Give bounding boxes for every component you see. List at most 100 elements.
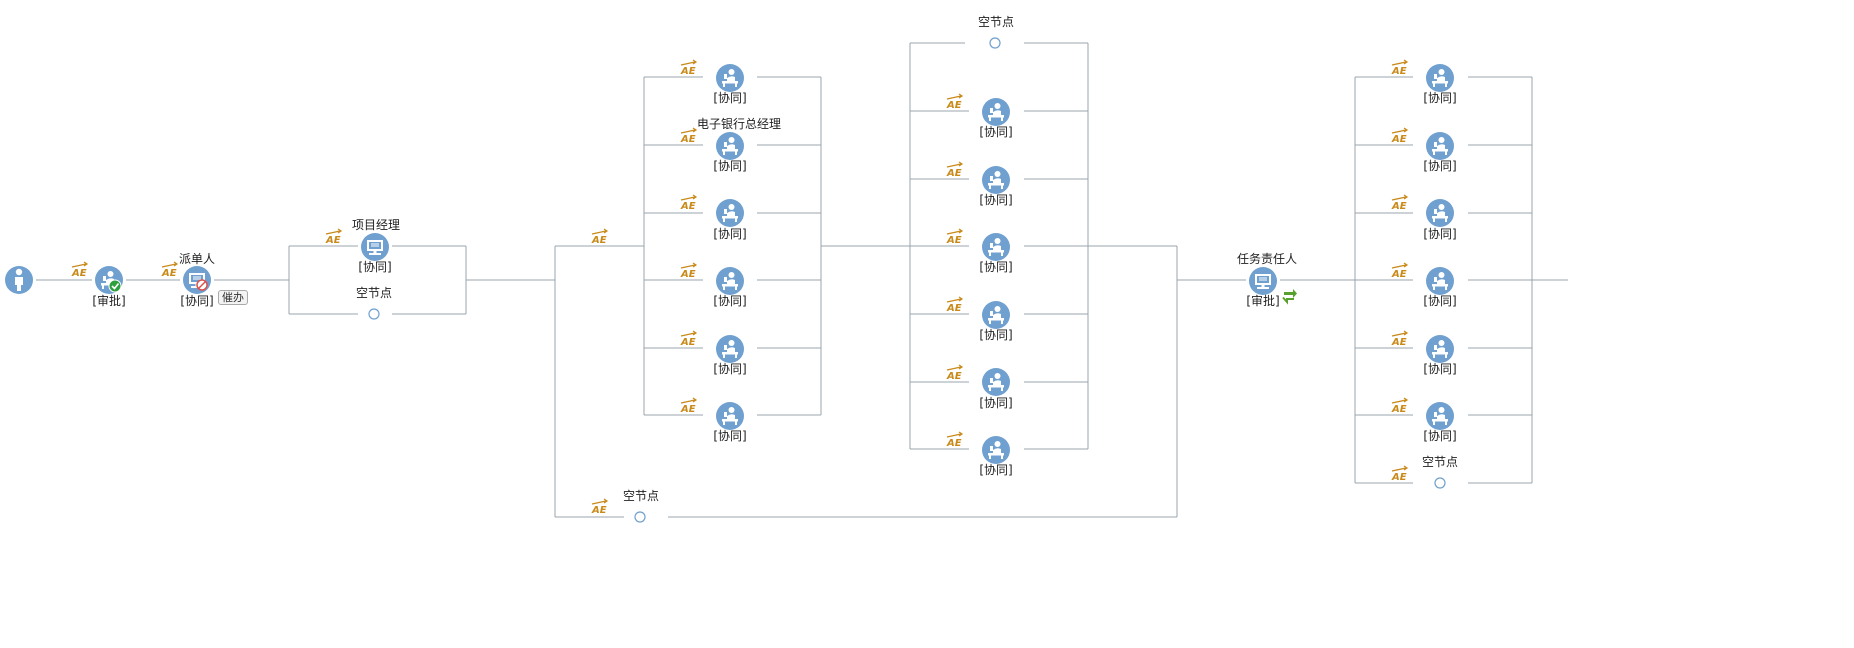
ae-marker-icon	[1390, 194, 1408, 213]
ae-marker-icon	[679, 262, 697, 281]
monitor-icon	[360, 232, 390, 262]
node-g1-role: [协同]	[713, 90, 746, 105]
node-g5-role: [协同]	[713, 361, 746, 376]
node-n1[interactable]: [审批]	[92, 266, 126, 308]
node-n4-title: 空节点	[356, 286, 392, 300]
empty-node-icon	[368, 308, 380, 320]
worker-icon	[716, 267, 744, 295]
node-g3-role: [协同]	[713, 226, 746, 241]
person-icon	[5, 266, 33, 294]
worker-icon	[716, 199, 744, 227]
node-n2[interactable]: 派单人 [协同]	[179, 252, 215, 308]
node-k1[interactable]: [协同]	[1423, 64, 1457, 105]
ae-marker-icon	[679, 194, 697, 213]
worker-icon	[1426, 199, 1454, 227]
ae-marker-icon	[945, 296, 963, 315]
node-g2[interactable]: 电子银行总经理 [协同]	[697, 117, 781, 173]
ae-marker-icon	[1390, 330, 1408, 349]
worker-icon	[1426, 267, 1454, 295]
node-n4[interactable]: 空节点	[356, 286, 392, 320]
node-n3-role: [协同]	[358, 259, 391, 274]
monitor-icon	[1248, 266, 1278, 296]
worker-icon	[982, 233, 1010, 261]
node-n2-title: 派单人	[179, 252, 215, 266]
node-k3-role: [协同]	[1423, 226, 1456, 241]
worker-icon	[1426, 335, 1454, 363]
worker-icon	[1426, 402, 1454, 430]
node-k2-role: [协同]	[1423, 158, 1456, 173]
node-k5-role: [协同]	[1423, 361, 1456, 376]
node-g3[interactable]: [协同]	[713, 199, 747, 241]
node-k7[interactable]: 空节点	[1422, 455, 1458, 489]
ae-marker-icon	[1390, 127, 1408, 146]
node-k4[interactable]: [协同]	[1423, 267, 1457, 308]
node-k5[interactable]: [协同]	[1423, 335, 1457, 376]
node-h0[interactable]: 空节点	[978, 15, 1014, 49]
node-k1-role: [协同]	[1423, 90, 1456, 105]
worker-icon	[716, 132, 744, 160]
worker-icon	[1426, 132, 1454, 160]
ae-marker-icon	[590, 498, 608, 517]
node-n3-title: 项目经理	[352, 218, 400, 232]
node-g2-role: [协同]	[713, 158, 746, 173]
node-e1[interactable]: 空节点	[623, 489, 659, 523]
ae-marker-icon	[70, 261, 88, 280]
node-h4-role: [协同]	[979, 327, 1012, 342]
node-g6-role: [协同]	[713, 428, 746, 443]
node-k7-title: 空节点	[1422, 455, 1458, 469]
connector-lines	[36, 42, 1568, 518]
empty-node-icon	[634, 511, 646, 523]
worker-icon	[982, 301, 1010, 329]
node-g1[interactable]: [协同]	[713, 64, 747, 105]
ae-marker-icon	[1390, 397, 1408, 416]
ae-marker-icon	[1390, 59, 1408, 78]
ae-marker-icon	[679, 59, 697, 78]
node-t1-title: 任务责任人	[1237, 251, 1297, 266]
node-h1[interactable]: [协同]	[979, 98, 1013, 139]
ae-marker-icon	[1390, 465, 1408, 484]
node-h2[interactable]: [协同]	[979, 166, 1013, 207]
worker-icon	[982, 368, 1010, 396]
node-k2[interactable]: [协同]	[1423, 132, 1457, 173]
ae-marker-icon	[1390, 262, 1408, 281]
node-n3[interactable]: 项目经理 [协同]	[352, 218, 400, 274]
node-e1-title: 空节点	[623, 489, 659, 503]
ae-marker-icon	[679, 330, 697, 349]
node-n1-role: [审批]	[92, 293, 125, 308]
start-node[interactable]	[5, 266, 33, 294]
node-t1[interactable]: 任务责任人 [审批]	[1237, 251, 1297, 308]
ae-marker-icon	[679, 397, 697, 416]
worker-icon	[982, 166, 1010, 194]
transfer-arrow-icon	[1282, 289, 1297, 305]
node-h5[interactable]: [协同]	[979, 368, 1013, 410]
node-h6[interactable]: [协同]	[979, 436, 1013, 477]
empty-node-icon	[989, 37, 1001, 49]
approve-done-icon	[95, 266, 123, 294]
empty-node-icon	[1434, 477, 1446, 489]
node-k6[interactable]: [协同]	[1423, 402, 1457, 443]
worker-icon	[982, 98, 1010, 126]
node-h3[interactable]: [协同]	[979, 233, 1013, 274]
ae-marker-icon	[945, 93, 963, 112]
node-h6-role: [协同]	[979, 462, 1012, 477]
ae-marker-icon	[945, 364, 963, 383]
node-g4-role: [协同]	[713, 293, 746, 308]
worker-icon	[1426, 64, 1454, 92]
node-h5-role: [协同]	[979, 395, 1012, 410]
node-h1-role: [协同]	[979, 124, 1012, 139]
node-n2-role: [协同]	[180, 293, 213, 308]
worker-icon	[716, 64, 744, 92]
ae-marker-icon	[945, 161, 963, 180]
urge-button[interactable]: 催办	[218, 290, 248, 305]
node-g4[interactable]: [协同]	[713, 267, 747, 308]
ae-marker-icon	[590, 228, 608, 247]
node-g6[interactable]: [协同]	[713, 402, 747, 443]
worker-icon	[982, 436, 1010, 464]
ae-marker-icon	[324, 228, 342, 247]
node-h2-role: [协同]	[979, 192, 1012, 207]
node-g5[interactable]: [协同]	[713, 335, 747, 376]
worker-icon	[716, 335, 744, 363]
node-k3[interactable]: [协同]	[1423, 199, 1457, 241]
node-h4[interactable]: [协同]	[979, 301, 1013, 342]
